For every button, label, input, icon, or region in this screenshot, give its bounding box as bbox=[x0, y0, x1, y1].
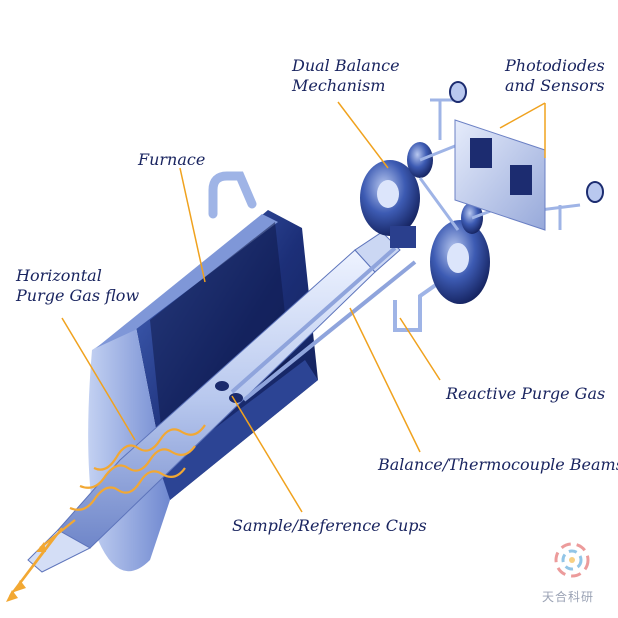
label-line: Mechanism bbox=[292, 76, 386, 95]
label-photodiodes-sensors: Photodiodes and Sensors bbox=[505, 56, 605, 96]
gas-port-knobs bbox=[449, 81, 604, 203]
purge-gas-arrowheads bbox=[6, 542, 46, 602]
label-dual-balance-mechanism: Dual Balance Mechanism bbox=[292, 56, 400, 96]
label-line: Horizontal bbox=[16, 266, 102, 285]
sample-reference-cups bbox=[215, 381, 243, 403]
reactive-purge-pipe bbox=[393, 280, 442, 332]
label-line: Dual Balance bbox=[292, 56, 400, 75]
furnace-tube bbox=[27, 231, 401, 573]
label-line: Photodiodes bbox=[505, 56, 605, 75]
furnace-inlet-pipe bbox=[208, 171, 257, 219]
label-line: Reactive Purge Gas bbox=[446, 384, 606, 403]
label-sample-reference-cups: Sample/Reference Cups bbox=[232, 516, 427, 536]
watermark-logo-icon bbox=[554, 542, 590, 578]
leader-lines bbox=[61, 101, 546, 513]
label-line: Furnace bbox=[138, 150, 206, 169]
dual-balance-mechanism bbox=[360, 142, 490, 304]
label-balance-thermocouple-beams: Balance/Thermocouple Beams bbox=[378, 455, 618, 475]
photodiode-panel bbox=[454, 119, 546, 231]
watermark-text: 天合科研 bbox=[542, 590, 595, 604]
label-line: Sample/Reference Cups bbox=[232, 516, 427, 535]
label-line: and Sensors bbox=[505, 76, 605, 95]
label-reactive-purge-gas: Reactive Purge Gas bbox=[446, 384, 605, 404]
balance-beams bbox=[230, 246, 417, 402]
label-line: Balance/Thermocouple Beams bbox=[378, 455, 618, 474]
label-furnace: Furnace bbox=[138, 150, 205, 170]
label-horizontal-purge-gas-flow: Horizontal Purge Gas flow bbox=[16, 266, 139, 306]
label-line: Purge Gas flow bbox=[16, 286, 140, 305]
